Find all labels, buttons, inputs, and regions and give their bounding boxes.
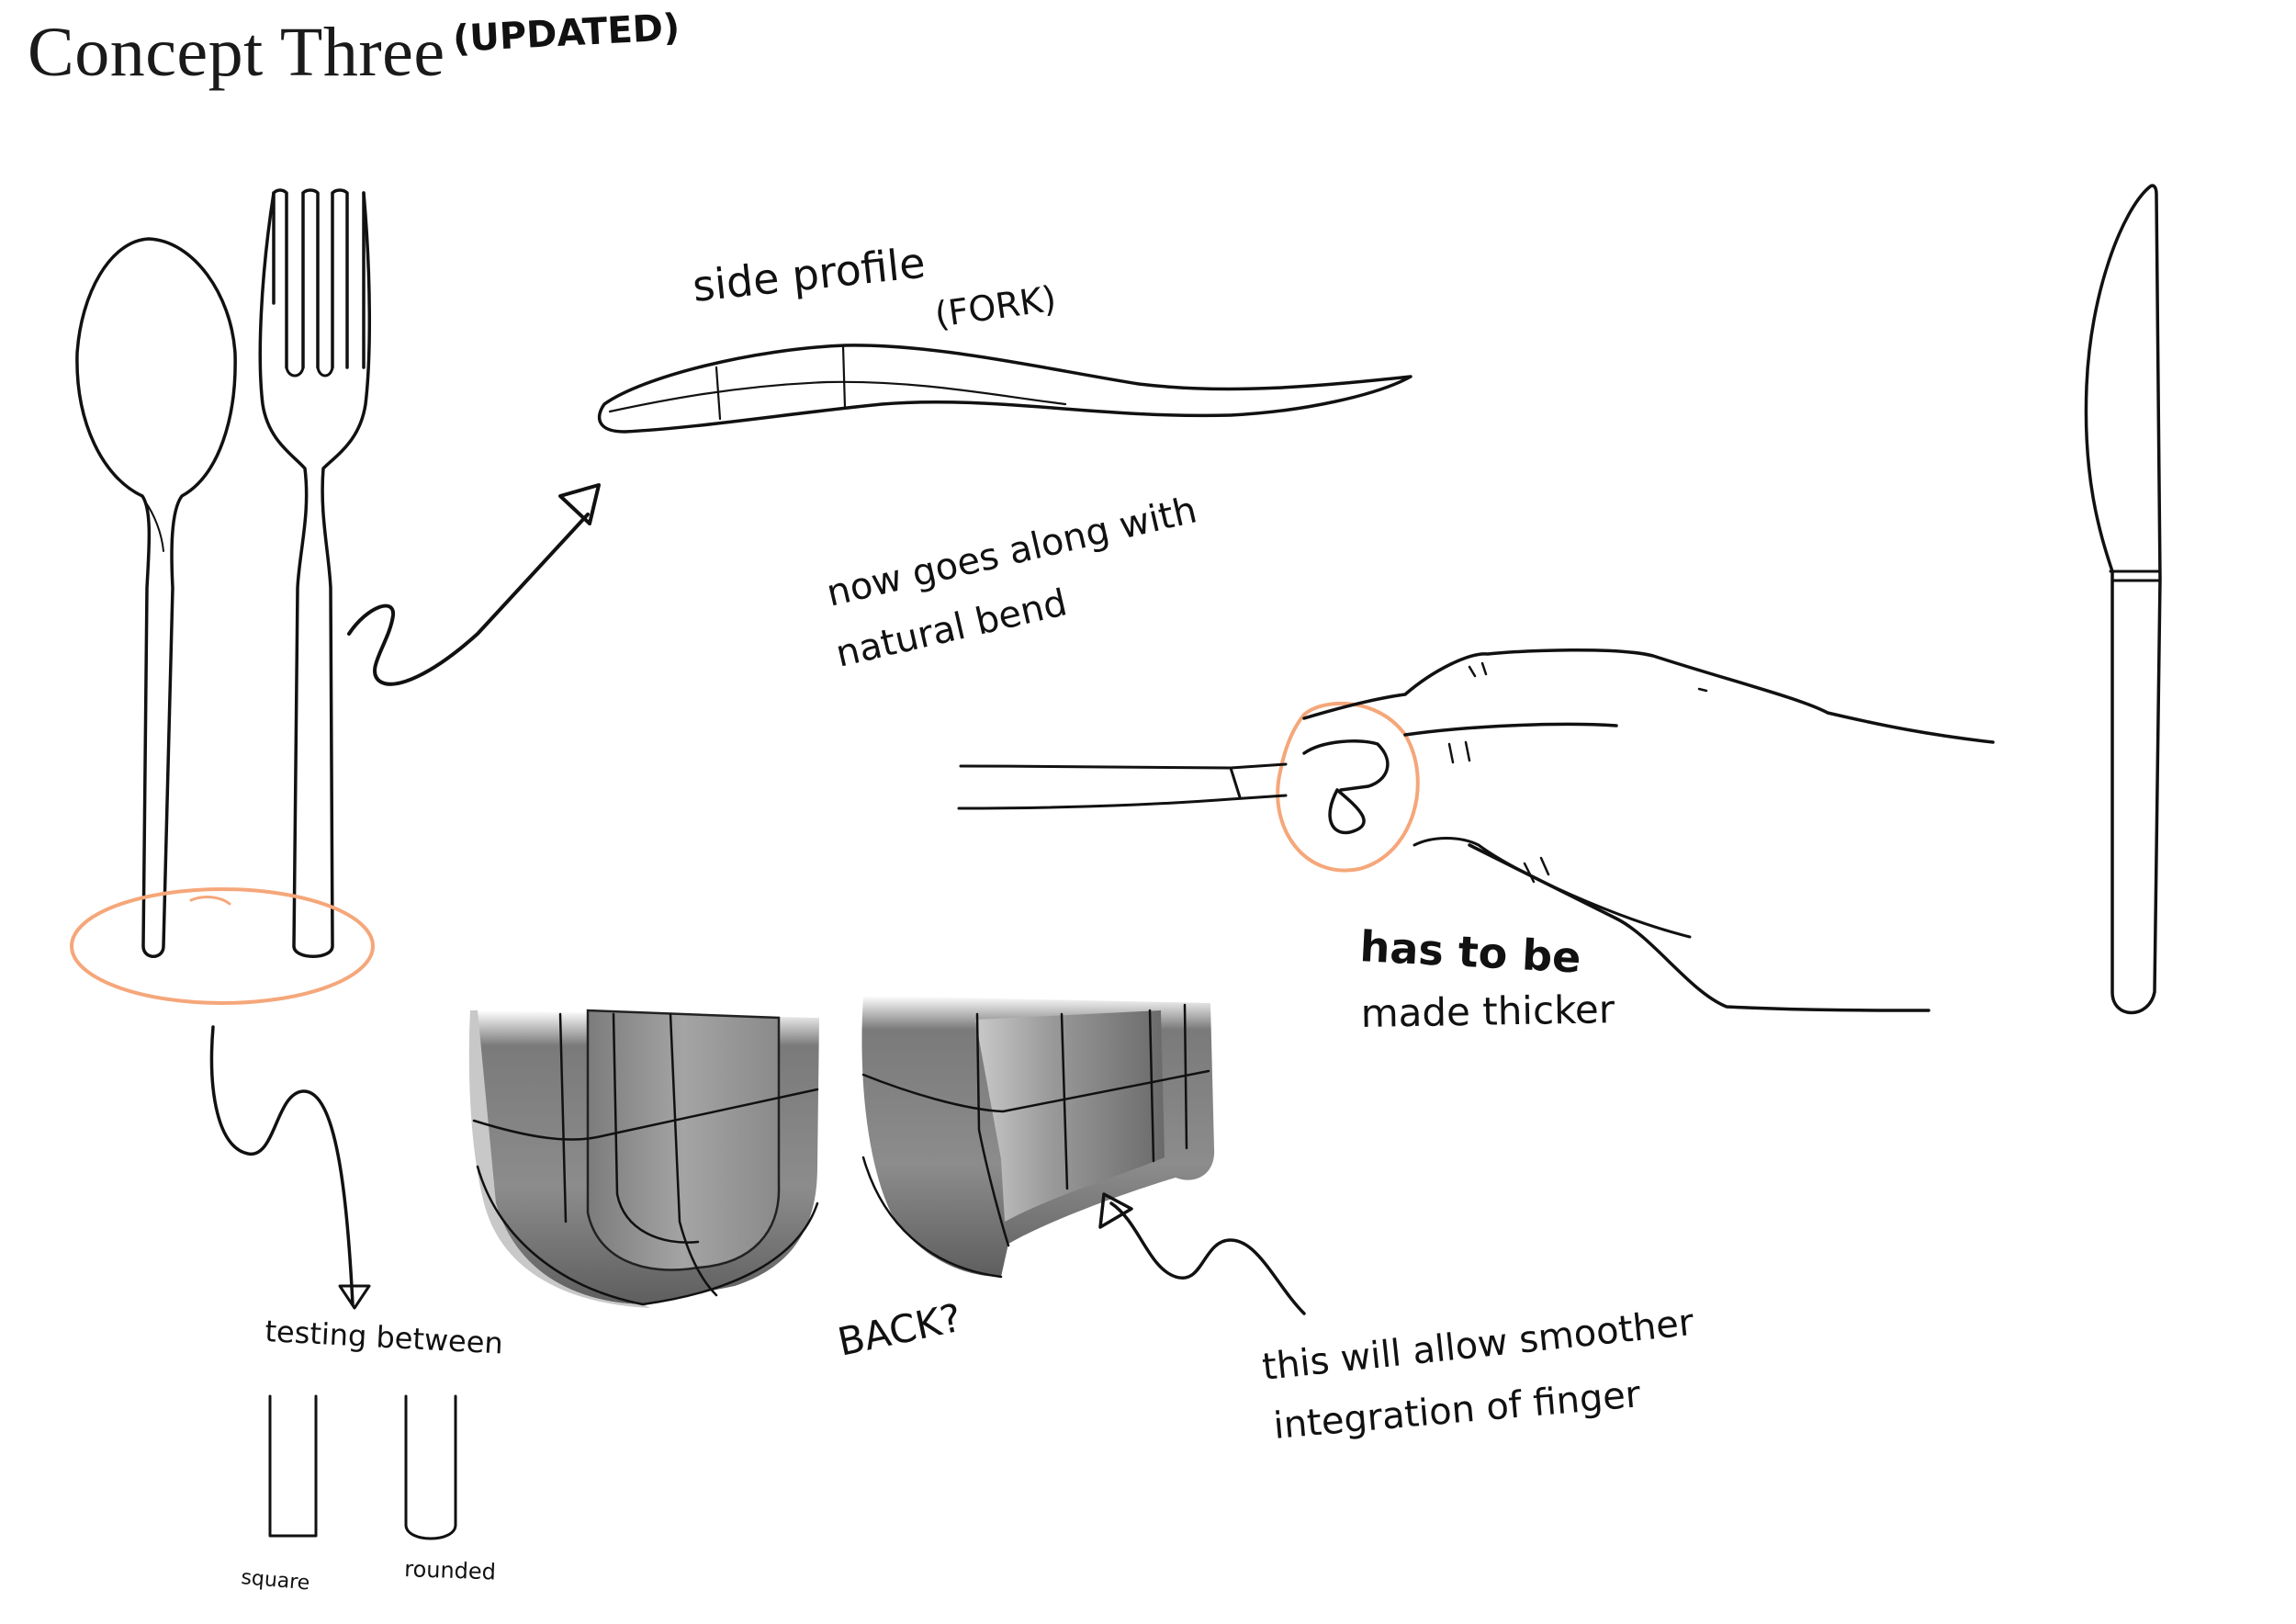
label-square: square: [240, 1566, 310, 1595]
arrowhead-testing: [340, 1286, 369, 1308]
label-has-to-be: has to be: [1358, 921, 1581, 983]
knife-sketch: [2086, 186, 2160, 1012]
label-made-thicker: made thicker: [1360, 987, 1615, 1036]
label-rounded: rounded: [404, 1556, 497, 1585]
label-fork: (FORK): [932, 278, 1059, 335]
thumb-grip-highlight: [1277, 704, 1418, 871]
label-side-profile: side profile: [691, 238, 928, 311]
squiggle-arrow-profile: [349, 514, 588, 684]
label-testing-between: testing between: [264, 1314, 504, 1361]
fork-sketch: [260, 190, 369, 956]
highlight-tick: [191, 897, 230, 904]
label-smoother-line2: integration of finger: [1272, 1373, 1643, 1448]
squiggle-arrow-back: [1111, 1203, 1304, 1314]
fork-side-profile: [600, 345, 1411, 432]
grip-render-back: [861, 996, 1214, 1277]
grip-render-front: [469, 1010, 819, 1308]
label-back: BACK?: [834, 1295, 965, 1365]
square-handle-test: [270, 1396, 316, 1536]
arrowhead-profile: [560, 485, 599, 524]
rounded-handle-test: [406, 1396, 456, 1539]
spoon-sketch: [77, 239, 235, 956]
squiggle-arrow-testing: [212, 1027, 353, 1304]
handle-end-highlight: [72, 889, 373, 1003]
arrowhead-back: [1100, 1194, 1131, 1227]
